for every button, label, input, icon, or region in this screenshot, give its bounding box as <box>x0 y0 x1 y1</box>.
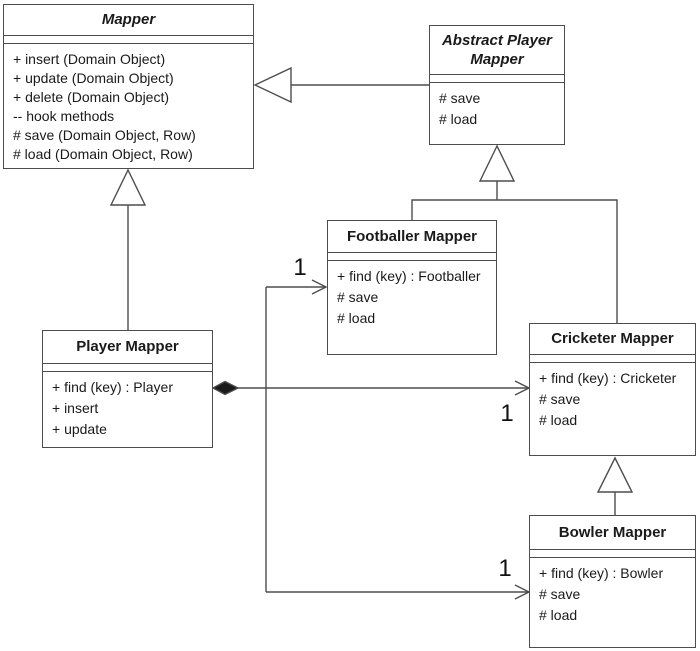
class-abstract-player-mapper: Abstract Player Mapper # save # load <box>429 25 565 145</box>
hollow-triangle-icon <box>478 144 516 182</box>
generalization-footballer-and-cricketer-to-abstract-player-mapper <box>411 144 618 323</box>
method-row: # save <box>337 289 379 305</box>
class-player-mapper-methods-compartment: + find (key) : Player + insert + update <box>43 372 212 447</box>
class-player-mapper-title: Player Mapper <box>43 331 212 364</box>
multiplicity-label-bowler: 1 <box>498 555 512 582</box>
class-abstract-player-mapper-methods-compartment: # save # load <box>430 83 564 144</box>
method-row: -- hook methods <box>13 108 115 124</box>
hollow-triangle-icon <box>253 66 292 104</box>
method-row: + find (key) : Footballer <box>337 268 481 284</box>
class-cricketer-mapper-attributes-compartment <box>530 355 695 363</box>
class-mapper-attributes-compartment <box>4 36 253 44</box>
method-row: + find (key) : Cricketer <box>539 370 677 386</box>
method-row: + update <box>52 421 107 437</box>
composition-player-mapper-associations <box>211 279 531 600</box>
generalization-player-mapper-to-mapper <box>109 168 147 330</box>
method-row: + insert <box>52 400 99 416</box>
method-row: + update (Domain Object) <box>13 70 174 86</box>
open-arrowhead-icon <box>311 279 328 295</box>
method-row: # save <box>539 586 581 602</box>
class-footballer-mapper-methods-compartment: + find (key) : Footballer # save # load <box>328 261 496 354</box>
class-bowler-mapper-attributes-compartment <box>530 550 695 558</box>
method-row: + delete (Domain Object) <box>13 89 170 105</box>
method-row: # load <box>439 111 478 127</box>
class-bowler-mapper: Bowler Mapper + find (key) : Bowler # sa… <box>529 515 696 648</box>
class-player-mapper-attributes-compartment <box>43 364 212 372</box>
method-row: # load <box>337 310 376 326</box>
generalization-branch-line <box>411 199 618 323</box>
class-mapper: Mapper + insert (Domain Object) + update… <box>3 4 254 169</box>
method-row: # load (Domain Object, Row) <box>13 146 193 162</box>
method-row: + find (key) : Player <box>52 379 173 395</box>
generalization-abstract-player-mapper-to-mapper <box>253 66 429 104</box>
method-row: # load <box>539 607 578 623</box>
class-footballer-mapper: Footballer Mapper + find (key) : Footbal… <box>327 220 497 355</box>
method-row: # save <box>439 90 481 106</box>
method-row: + find (key) : Bowler <box>539 565 664 581</box>
hollow-triangle-icon <box>109 168 147 206</box>
class-footballer-mapper-attributes-compartment <box>328 253 496 261</box>
method-row: # save (Domain Object, Row) <box>13 127 196 143</box>
class-cricketer-mapper-title: Cricketer Mapper <box>530 324 695 355</box>
class-player-mapper: Player Mapper + find (key) : Player + in… <box>42 330 213 448</box>
method-row: + insert (Domain Object) <box>13 51 166 67</box>
class-abstract-player-mapper-attributes-compartment <box>430 75 564 83</box>
hollow-triangle-icon <box>596 456 634 493</box>
class-abstract-player-mapper-title: Abstract Player Mapper <box>430 26 564 75</box>
generalization-bowler-mapper-to-cricketer-mapper <box>596 456 634 515</box>
method-row: # load <box>539 412 578 428</box>
class-bowler-mapper-title: Bowler Mapper <box>530 516 695 550</box>
class-cricketer-mapper-methods-compartment: + find (key) : Cricketer # save # load <box>530 363 695 455</box>
class-cricketer-mapper: Cricketer Mapper + find (key) : Crickete… <box>529 323 696 456</box>
class-mapper-title: Mapper <box>4 5 253 36</box>
class-mapper-methods-compartment: + insert (Domain Object) + update (Domai… <box>4 44 253 168</box>
multiplicity-label-footballer: 1 <box>293 254 307 281</box>
class-footballer-mapper-title: Footballer Mapper <box>328 221 496 253</box>
multiplicity-label-cricketer: 1 <box>500 400 514 427</box>
method-row: # save <box>539 391 581 407</box>
composition-diamond-icon <box>211 380 240 396</box>
class-bowler-mapper-methods-compartment: + find (key) : Bowler # save # load <box>530 558 695 647</box>
